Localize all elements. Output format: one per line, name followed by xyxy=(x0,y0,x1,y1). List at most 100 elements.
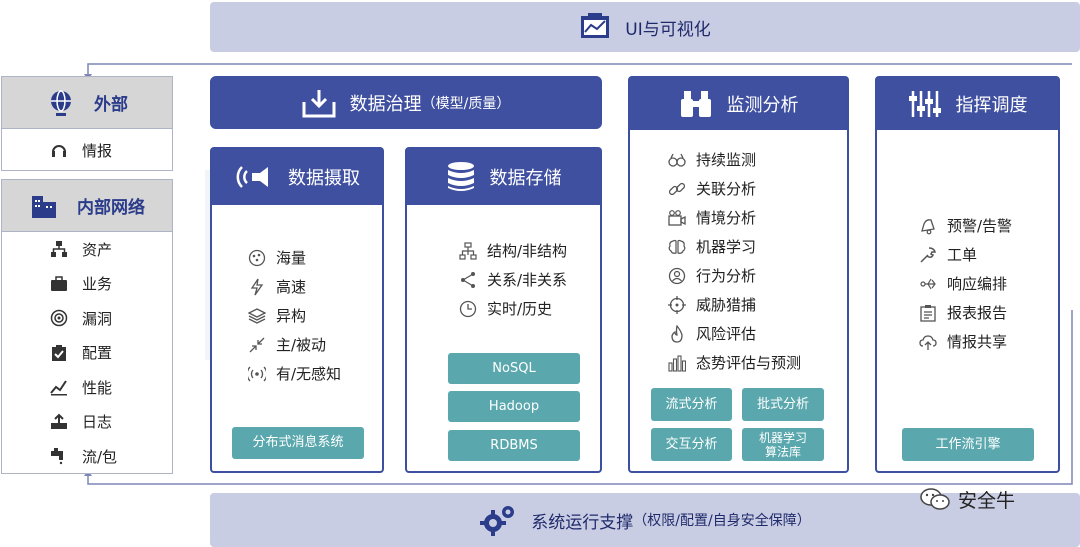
list-item[interactable]: 流/包 xyxy=(2,439,172,474)
command-panel: 指挥调度 预警/告警 工单 响应编排 报表报告 情报共享 工作流引擎 xyxy=(875,76,1060,473)
hadoop-button[interactable]: Hadoop xyxy=(448,391,580,422)
list-item[interactable]: 高速 xyxy=(248,272,382,301)
list-item[interactable]: 实时/历史 xyxy=(459,294,600,323)
target-icon xyxy=(50,309,68,327)
list-item-label: 高速 xyxy=(276,278,307,296)
list-item-label: 情境分析 xyxy=(696,209,757,227)
list-item-label: 关系/非关系 xyxy=(487,271,568,289)
list-item[interactable]: 情境分析 xyxy=(668,203,847,232)
batch-analysis-button[interactable]: 批式分析 xyxy=(742,388,824,421)
brand-watermark: 安全牛 xyxy=(920,484,1060,514)
list-item-label: 关联分析 xyxy=(696,180,757,198)
database-icon xyxy=(446,161,476,193)
storage-panel: 数据存储 结构/非结构 关系/非关系 实时/历史 NoSQL Hadoop RD… xyxy=(405,147,602,473)
list-item-label: 异构 xyxy=(276,307,307,325)
video-camera-icon xyxy=(668,209,686,227)
nosql-button[interactable]: NoSQL xyxy=(448,353,580,384)
clipboard-report-icon xyxy=(919,304,937,322)
list-item[interactable]: 异构 xyxy=(247,301,382,330)
list-item[interactable]: 预警/告警 xyxy=(919,211,1058,240)
external-list: 情报 xyxy=(1,129,173,171)
monitor-header: 监测分析 xyxy=(630,78,847,130)
list-item[interactable]: 海量 xyxy=(248,243,382,272)
list-item[interactable]: 主/被动 xyxy=(248,330,382,359)
fire-icon xyxy=(668,324,686,343)
list-item[interactable]: 业务 xyxy=(2,267,172,302)
dots-circle-icon xyxy=(248,249,266,267)
list-item-label: 持续监测 xyxy=(696,151,757,169)
share-nodes-icon xyxy=(459,271,477,289)
signal-waves-icon xyxy=(246,365,268,383)
rdbms-button[interactable]: RDBMS xyxy=(448,430,580,461)
list-item[interactable]: 报表报告 xyxy=(919,298,1058,327)
bottom-bar-subtitle: （权限/配置/自身安全保障） xyxy=(633,513,811,529)
external-header: 外部 xyxy=(1,76,173,129)
bottom-bar-label: 系统运行支撑 xyxy=(531,512,634,533)
list-item[interactable]: 响应编排 xyxy=(919,269,1058,298)
hierarchy-icon xyxy=(50,240,68,258)
message-system-button[interactable]: 分布式消息系统 xyxy=(232,427,364,459)
list-item[interactable]: 关联分析 xyxy=(668,174,847,203)
list-item-label: 有/无感知 xyxy=(276,365,342,383)
workflow-engine-button[interactable]: 工作流引擎 xyxy=(902,428,1034,461)
top-bar[interactable]: UI与可视化 xyxy=(210,2,1080,52)
list-item[interactable]: 日志 xyxy=(2,405,172,440)
list-item-label: 性能 xyxy=(82,378,113,397)
binoculars-small-icon xyxy=(668,151,686,169)
list-item[interactable]: 有/无感知 xyxy=(246,359,382,388)
monitor-panel: 监测分析 持续监测 关联分析 情境分析 机器学习 行为分析 威胁猎捕 风险评估 … xyxy=(628,76,849,473)
list-item[interactable]: 持续监测 xyxy=(668,145,847,174)
trend-chart-icon xyxy=(50,378,68,396)
list-item[interactable]: 风险评估 xyxy=(668,319,847,348)
internal-header: 内部网络 xyxy=(1,179,173,232)
list-item[interactable]: 漏洞 xyxy=(2,301,172,336)
governance-header[interactable]: 数据治理 （模型/质量） xyxy=(210,76,602,129)
list-item[interactable]: 性能 xyxy=(2,370,172,405)
list-item-label: 情报共享 xyxy=(947,333,1008,351)
building-icon xyxy=(29,191,59,221)
list-item-label: 威胁猎捕 xyxy=(696,296,757,314)
broadcast-icon xyxy=(234,163,274,191)
list-item[interactable]: 配置 xyxy=(2,336,172,371)
list-item-label: 日志 xyxy=(82,413,113,432)
interactive-analysis-button[interactable]: 交互分析 xyxy=(651,428,732,461)
faucet-icon xyxy=(50,447,68,465)
list-item[interactable]: 关系/非关系 xyxy=(459,265,600,294)
list-item-label: 风险评估 xyxy=(696,325,757,343)
list-item[interactable]: 行为分析 xyxy=(668,261,847,290)
list-item-label: 配置 xyxy=(82,344,113,363)
ingest-panel: 数据摄取 海量 高速 异构 主/被动 有/无感知 分布式消息系统 xyxy=(210,147,384,473)
ml-library-button[interactable]: 机器学习 算法库 xyxy=(742,428,824,461)
list-item-label: 资产 xyxy=(82,240,113,259)
list-item[interactable]: 工单 xyxy=(919,240,1058,269)
headset-icon xyxy=(50,141,68,159)
list-item[interactable]: 结构/非结构 xyxy=(459,236,600,265)
list-item[interactable]: 态势评估与预测 xyxy=(668,348,847,377)
globe-icon xyxy=(46,88,76,118)
layers-icon xyxy=(247,307,267,325)
stream-analysis-button[interactable]: 流式分析 xyxy=(651,388,732,421)
wechat-icon xyxy=(920,487,950,511)
upload-tray-icon xyxy=(50,413,68,431)
list-item-label: 结构/非结构 xyxy=(487,242,568,260)
external-title: 外部 xyxy=(94,95,128,115)
list-item[interactable]: 威胁猎捕 xyxy=(668,290,847,319)
governance-title: 数据治理 xyxy=(349,93,422,115)
list-item[interactable]: 情报 xyxy=(2,129,172,171)
internal-title: 内部网络 xyxy=(77,198,145,218)
list-item[interactable]: 情报共享 xyxy=(919,327,1058,356)
alert-bell-icon xyxy=(919,217,937,235)
link-icon xyxy=(668,180,686,198)
clock-icon xyxy=(459,300,477,318)
storage-title: 数据存储 xyxy=(489,168,562,189)
monitor-list: 持续监测 关联分析 情境分析 机器学习 行为分析 威胁猎捕 风险评估 态势评估与… xyxy=(630,130,847,377)
list-item[interactable]: 机器学习 xyxy=(668,232,847,261)
governance-subtitle: （模型/质量） xyxy=(421,95,511,112)
list-item-label: 态势评估与预测 xyxy=(696,354,802,372)
ingest-header: 数据摄取 xyxy=(212,149,382,205)
monitor-chart-icon xyxy=(579,12,611,42)
list-item-label: 海量 xyxy=(276,249,307,267)
binoculars-icon xyxy=(679,89,713,119)
list-item[interactable]: 资产 xyxy=(2,232,172,267)
gears-icon xyxy=(479,503,517,537)
